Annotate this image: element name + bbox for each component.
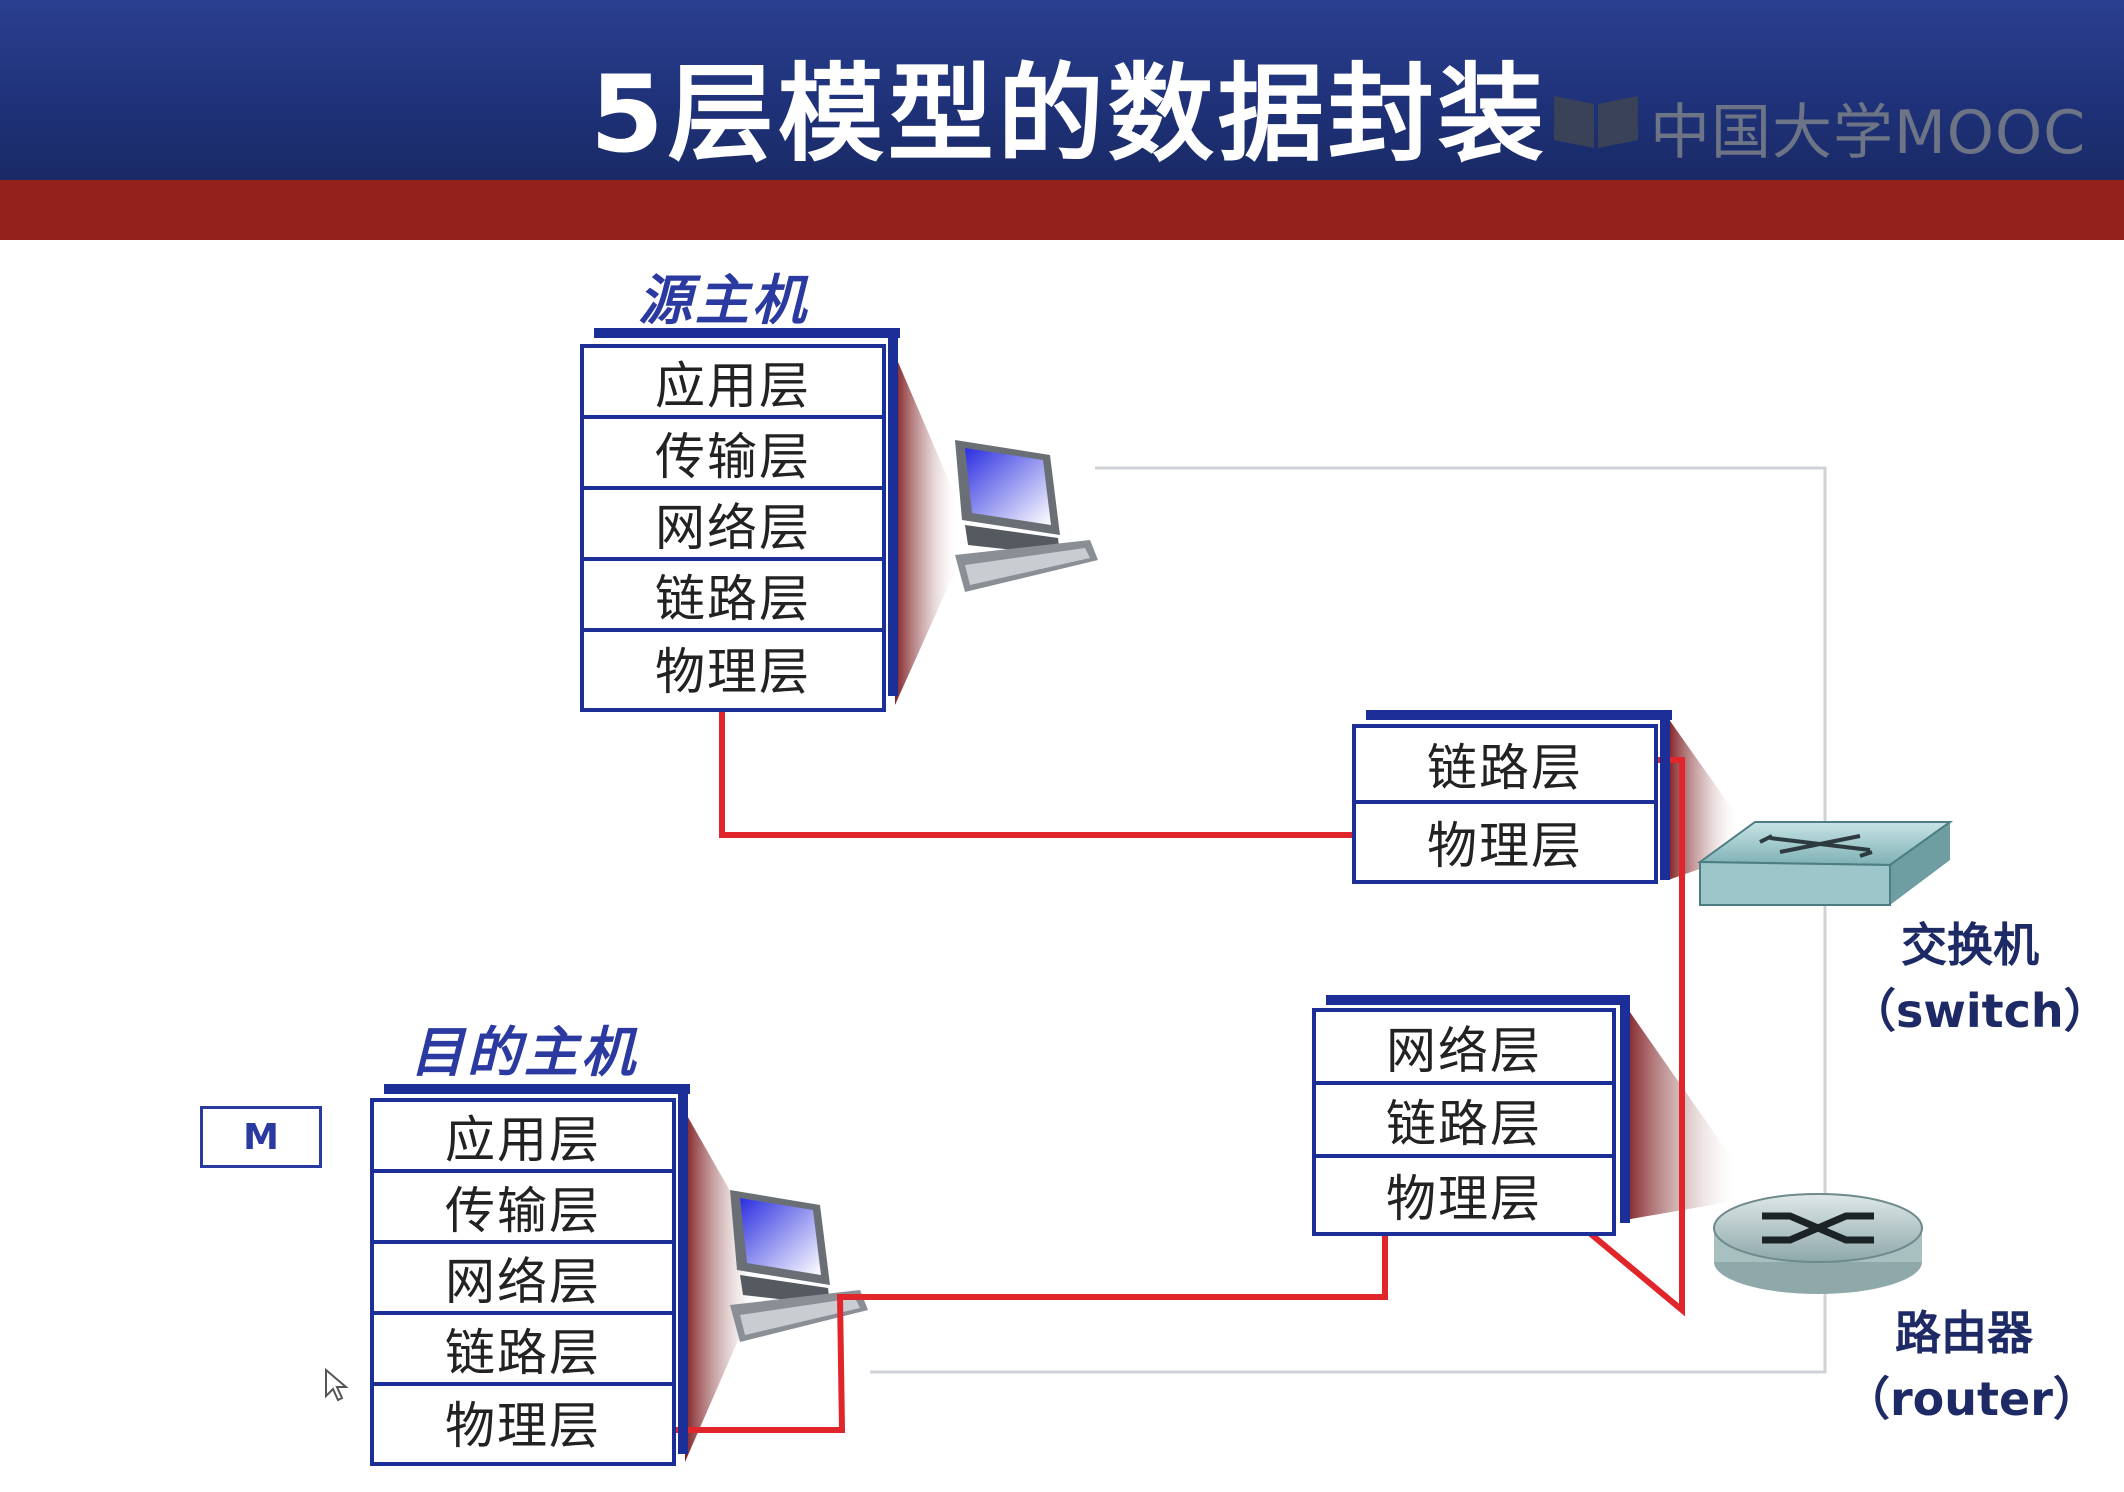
router-stack: 网络层 链路层 物理层 xyxy=(1312,1008,1616,1236)
dest-layer-application: 应用层 xyxy=(374,1102,672,1173)
source-stack-right-edge xyxy=(888,328,898,696)
source-layer-transport: 传输层 xyxy=(584,419,882,490)
source-layer-network: 网络层 xyxy=(584,490,882,561)
switch-stack-right-edge xyxy=(1660,710,1670,880)
cursor-icon xyxy=(325,1368,349,1402)
router-label-cn: 路由器 xyxy=(1895,1306,2033,1360)
dest-host-stack: 应用层 传输层 网络层 链路层 物理层 xyxy=(370,1098,676,1466)
slide-title: 5层模型的数据封装 xyxy=(590,53,1548,176)
dest-layer-physical: 物理层 xyxy=(445,1397,601,1455)
switch-stack-shadow xyxy=(1668,718,1740,880)
book-icon xyxy=(1554,96,1638,148)
source-stack-shadow xyxy=(895,355,960,705)
dest-layer-link: 链路层 xyxy=(374,1315,672,1386)
switch-layer-physical: 物理层 xyxy=(1427,817,1583,875)
dest-host-title: 目的主机 xyxy=(410,1020,638,1084)
router-layer-network: 网络层 xyxy=(1316,1012,1612,1085)
router-stack-right-edge xyxy=(1620,995,1630,1223)
switch-stack-top-edge xyxy=(1366,710,1672,720)
source-host-title: 源主机 xyxy=(638,268,809,332)
router-layer-link: 链路层 xyxy=(1316,1085,1612,1158)
source-computer-icon xyxy=(955,440,1098,592)
dest-stack-shadow xyxy=(685,1112,760,1462)
message-box: M xyxy=(200,1106,322,1168)
logo-text: 中国大学MOOC xyxy=(1650,98,2087,168)
dest-stack-top-edge xyxy=(384,1084,690,1094)
router-device-icon xyxy=(1713,1193,1923,1294)
switch-label: 交换机 （switch） xyxy=(1850,912,2110,1044)
mooc-logo: 中国大学MOOC xyxy=(1550,84,2085,168)
switch-stack: 链路层 物理层 xyxy=(1352,724,1658,884)
switch-device-icon xyxy=(1696,821,1954,906)
source-layer-physical: 物理层 xyxy=(655,643,811,701)
switch-label-en: （switch） xyxy=(1850,984,2110,1038)
router-label: 路由器 （router） xyxy=(1844,1300,2099,1432)
router-stack-top-edge xyxy=(1326,995,1630,1005)
router-label-en: （router） xyxy=(1844,1372,2099,1426)
source-host-stack: 应用层 传输层 网络层 链路层 物理层 xyxy=(580,344,886,712)
dest-layer-transport: 传输层 xyxy=(374,1173,672,1244)
network-outline xyxy=(870,466,1827,1374)
switch-label-cn: 交换机 xyxy=(1901,918,2039,972)
title-accent-band xyxy=(0,180,2124,240)
router-layer-physical: 物理层 xyxy=(1386,1170,1542,1228)
switch-layer-link: 链路层 xyxy=(1356,728,1654,804)
dest-layer-network: 网络层 xyxy=(374,1244,672,1315)
source-stack-top-edge xyxy=(594,328,900,338)
dest-computer-icon xyxy=(730,1190,868,1342)
source-layer-application: 应用层 xyxy=(584,348,882,419)
source-layer-link: 链路层 xyxy=(584,561,882,632)
dest-stack-right-edge xyxy=(678,1084,688,1454)
title-bar xyxy=(0,0,2124,180)
